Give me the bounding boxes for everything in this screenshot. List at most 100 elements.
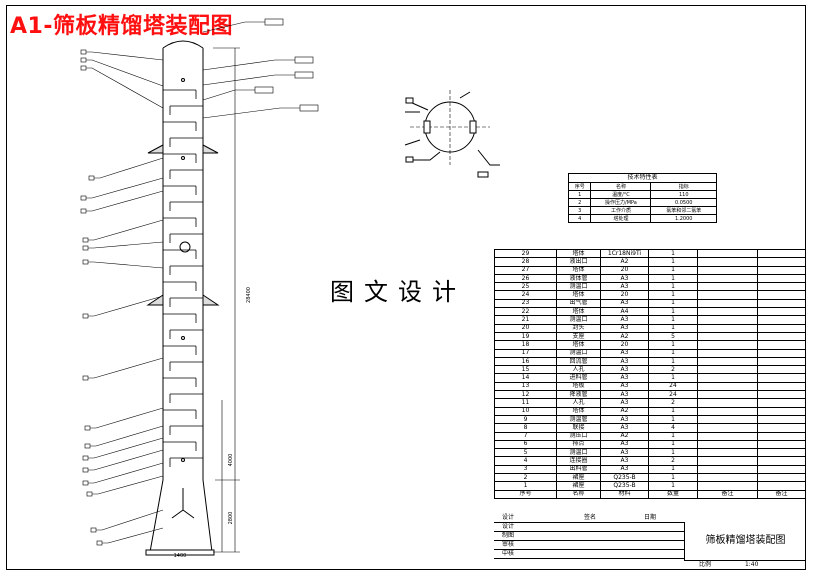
parts-table-cell: 1Cr18Ni9Ti [600, 248, 649, 259]
parts-table-cell: A2 [600, 431, 649, 441]
nozzle-group [80, 18, 319, 546]
nozzle-leader-line [84, 51, 164, 61]
nozzle-leader-line [84, 67, 164, 109]
parts-table-cell: 支座 [556, 331, 601, 342]
parts-table-cell: 塔体 [556, 406, 601, 416]
nozzle-leader-line [86, 449, 164, 471]
nozzle-leader-line [90, 475, 164, 495]
tray-plate [169, 169, 203, 179]
title-block-cell: 中核 [502, 550, 515, 557]
parts-table-cell [757, 331, 806, 342]
parts-table-cell: 排点 [556, 439, 601, 450]
parts-table-cell: 1 [648, 348, 698, 358]
parts-table-cell: 回流管 [556, 356, 601, 367]
parts-table-cell [697, 448, 758, 458]
parts-table-cell: 8 [494, 423, 557, 433]
nozzle-leader-line [84, 190, 164, 212]
parts-table-cell: 1 [648, 439, 698, 450]
tray-group [163, 89, 203, 467]
dim-skirt-height: 2800 [228, 512, 234, 525]
parts-table-cell [697, 298, 758, 309]
parts-table-cell: 1 [648, 273, 698, 284]
parts-table-cell: 备注 [757, 489, 806, 499]
parts-table-cell: Q235-B [600, 481, 649, 491]
parts-table-cell [757, 431, 806, 441]
nozzle-leader-line [86, 219, 164, 241]
parts-table-cell [697, 356, 758, 367]
parts-table-cell: 材料 [600, 489, 649, 499]
tech-table-cell: 0.0500 [650, 198, 717, 207]
nozzle-leader-line [84, 59, 164, 87]
skirt-outlet-pipe [171, 488, 195, 519]
nozzle-leader-line [86, 295, 164, 317]
parts-table-cell: 20 [600, 290, 649, 300]
parts-table-cell [757, 290, 806, 300]
nozzle-leader-line [202, 107, 300, 119]
parts-table-cell: A3 [600, 348, 649, 358]
tray-plate [163, 217, 197, 227]
parts-table-cell: 12 [494, 390, 557, 400]
parts-table-cell: 1 [648, 356, 698, 367]
parts-table-cell: 1 [648, 298, 698, 309]
parts-table-cell: 1 [648, 265, 698, 275]
nozzle-leader-line [86, 357, 164, 379]
parts-table-cell: 1 [648, 315, 698, 325]
parts-table-cell: 测温口 [556, 315, 601, 325]
parts-table-cell [757, 348, 806, 358]
parts-table-cell: 1 [648, 472, 698, 483]
nozzle-tag [254, 86, 274, 94]
parts-table-cell: 20 [600, 265, 649, 275]
scale-value: 1:40 [744, 561, 759, 568]
parts-table-cell [757, 265, 806, 275]
title-block-row: 设计签名日期 [494, 513, 684, 523]
parts-table-cell [757, 406, 806, 416]
parts-table-cell: 28 [494, 257, 557, 267]
scale-label: 比例 [699, 561, 712, 568]
tech-table-cell: 2 [567, 198, 592, 207]
nozzle-leader-line [88, 407, 164, 429]
parts-table-cell: 24 [648, 390, 698, 400]
tray-plate [163, 313, 197, 323]
parts-table-cell: 1 [648, 340, 698, 350]
tray-plate [163, 377, 197, 387]
parts-table-cell: A3 [600, 414, 649, 425]
parts-table-cell: 进料管 [556, 373, 601, 383]
parts-table-cell: A2 [600, 257, 649, 267]
parts-table-cell [757, 307, 806, 317]
parts-table-cell [697, 472, 758, 483]
parts-table-cell: 塔体 [556, 248, 601, 259]
parts-table-cell: 裙座 [556, 481, 601, 491]
nozzle-leader-line [202, 89, 255, 101]
parts-table-cell: 1 [648, 448, 698, 458]
parts-table-cell: 19 [494, 331, 557, 342]
parts-table-cell [757, 481, 806, 491]
parts-table-cell [697, 348, 758, 358]
parts-table-cell [697, 257, 758, 267]
parts-table-row: 序号名称材料数量备注备注 [494, 489, 806, 499]
parts-table-cell: 9 [494, 414, 557, 425]
tech-table-cell: 3 [567, 206, 592, 215]
title-block-row: 审核 [494, 540, 684, 550]
parts-table-cell: 2 [494, 472, 557, 483]
nozzle-tag [82, 259, 89, 265]
parts-table-cell: 测温口 [556, 282, 601, 292]
nozzle-tag [80, 57, 87, 63]
parts-table-cell [757, 282, 806, 292]
parts-table-cell: 1 [648, 431, 698, 441]
parts-table-cell: A3 [600, 456, 649, 466]
parts-table-cell [697, 331, 758, 342]
parts-table-cell: A3 [600, 390, 649, 400]
parts-table-cell [697, 464, 758, 475]
title-block-cell: 制图 [502, 532, 515, 539]
tray-plate [169, 361, 203, 371]
